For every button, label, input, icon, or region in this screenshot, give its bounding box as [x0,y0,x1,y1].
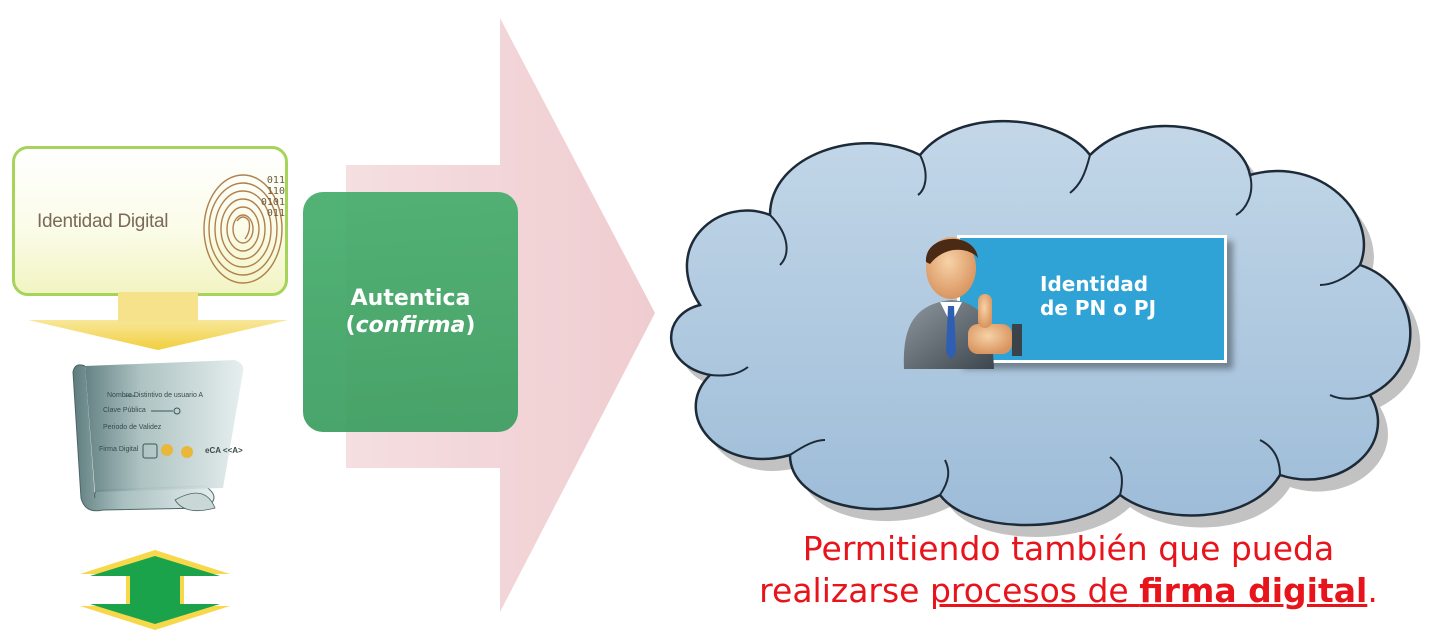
bold-firma-digital: firma digital [1139,571,1368,610]
bottom-caption-line-1: Permitiendo también que pueda [802,529,1335,568]
underlined-process-text: procesos de firma digital [929,571,1368,610]
identity-panel-line-1: Identidad [1040,272,1149,296]
authentication-label: Autentica (confirma) [303,285,518,339]
bottom-caption: Permitiendo también que pueda realizarse… [700,528,1437,612]
authentication-line-2: (confirma) [345,313,476,338]
businessman-thumbs-up-icon [903,237,1022,369]
authentication-italic-word: confirma [355,313,466,338]
digital-certificate-scroll: Nombre Distintivo de usuario A Clave Púb… [55,358,265,516]
identity-panel-line-2: de PN o PJ [1040,296,1157,320]
authentication-line-1: Autentica [350,286,471,311]
fingerprint-icon [203,174,283,284]
certificate-line-4: Firma Digital [99,446,139,453]
down-arrow-icon [28,292,288,350]
scroll-icon [72,360,244,512]
bottom-caption-line-2: realizarse procesos de firma digital. [759,571,1378,610]
identity-digital-label: Identidad Digital [37,211,169,232]
certificate-line-2: Clave Pública [103,407,146,414]
certificate-line-3: Periodo de Validez [103,424,162,431]
certificate-ca: eCA <<A> [205,446,243,455]
double-vertical-arrow-icon [80,550,230,630]
authentication-box [303,192,518,432]
certificate-line-1: Nombre Distintivo de usuario A [107,392,204,399]
identity-panel-text: Identidad de PN o PJ [1040,272,1210,320]
